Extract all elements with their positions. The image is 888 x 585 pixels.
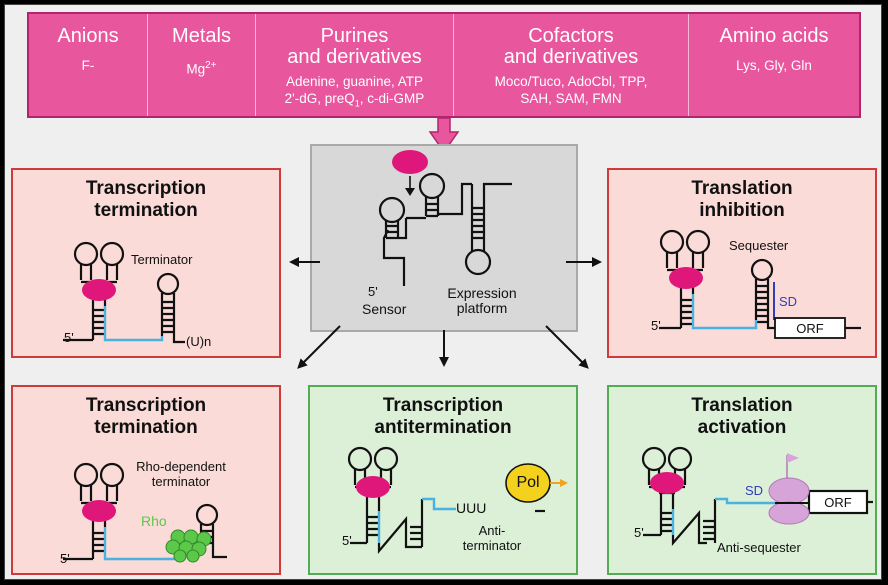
ligand-class-title: Metals <box>172 25 231 47</box>
uuu-label: UUU <box>456 500 487 516</box>
sensor-label: Sensor <box>362 301 407 317</box>
arrow-down-right <box>545 325 589 369</box>
ligand-class-amino-acids: Amino acids Lys, Gly, Gln <box>689 14 859 116</box>
terminator-label: Terminator <box>131 252 193 267</box>
ligand-class-metals: Metals Mg2+ <box>148 14 255 116</box>
five-prime-label: 5' <box>60 551 70 566</box>
riboswitch-structure <box>378 150 512 286</box>
orf-label: ORF <box>796 321 824 336</box>
five-prime-label: 5' <box>342 533 352 548</box>
poly-u-label: (U)n <box>186 334 212 349</box>
five-prime-label: 5' <box>368 284 378 299</box>
ligand-class-items: Moco/Tuco, AdoCbl, TPP,SAH, SAM, FMN <box>494 74 648 106</box>
orf-label: ORF <box>824 495 852 510</box>
ribosome <box>768 477 810 525</box>
antitermination-structure <box>347 446 568 555</box>
ligand-class-items: Mg2+ <box>186 60 217 77</box>
divider <box>147 14 148 116</box>
arrow-down-left <box>297 325 341 369</box>
anti-sequester-label: Anti-sequester <box>717 540 801 555</box>
divider <box>688 14 689 116</box>
rho-label: Rho <box>141 513 167 529</box>
divider <box>453 14 454 116</box>
five-prime-label: 5' <box>651 318 661 333</box>
five-prime-label: 5' <box>64 330 74 345</box>
five-prime-label: 5' <box>634 525 644 540</box>
ligand-ellipse <box>392 150 428 174</box>
sd-label: SD <box>779 294 798 309</box>
pol-label: Pol <box>516 474 540 491</box>
anti-terminator-label: Anti-terminator <box>462 523 522 553</box>
sequester-label: Sequester <box>729 238 789 253</box>
ligand-class-items: F- <box>81 58 95 73</box>
translation-inhibition-structure <box>659 229 861 339</box>
translation-activation-structure <box>641 446 873 546</box>
ligand-class-title: Anions <box>57 25 119 47</box>
ligand-class-title: Amino acids <box>719 25 829 47</box>
ligand-class-items: Lys, Gly, Gln <box>736 58 812 73</box>
ligand-class-anions: Anions F- <box>29 14 147 116</box>
sd-label: SD <box>745 483 764 498</box>
rho-protein <box>165 529 212 563</box>
rho-termination-structure <box>63 462 227 563</box>
divider <box>255 14 256 116</box>
termination-structure <box>63 241 185 344</box>
